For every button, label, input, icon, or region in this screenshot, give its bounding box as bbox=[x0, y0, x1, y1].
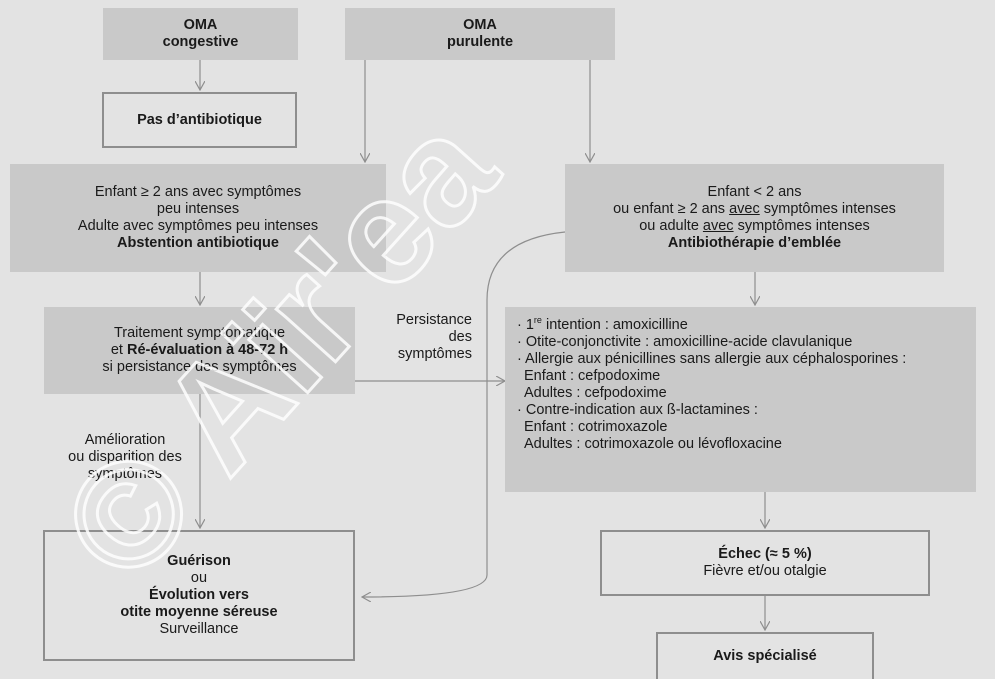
list-item-contre-indication: · Contre-indication aux ß-lactamines : bbox=[517, 402, 758, 418]
avis-text: Avis spécialisé bbox=[713, 648, 817, 664]
persistance-line3: symptômes bbox=[397, 346, 472, 362]
list-item1-sup: re bbox=[533, 315, 542, 326]
box-avis: Avis spécialisé bbox=[656, 632, 874, 679]
list-item-otite-conjonctivite: · Otite-conjonctivite : amoxicilline-aci… bbox=[517, 334, 853, 350]
box-treatment-list: · 1re intention : amoxicilline · Otite-c… bbox=[505, 307, 976, 492]
traitement-line2-pre: et bbox=[110, 342, 127, 358]
box-pas-antibiotique: Pas d’antibiotique bbox=[102, 92, 297, 148]
echec-symptoms: Fièvre et/ou otalgie bbox=[703, 563, 827, 579]
antibiotherapie-line2-pre: ou enfant ≥ 2 ans bbox=[613, 201, 730, 217]
abstention-line1: Enfant ≥ 2 ans avec symptômes bbox=[94, 184, 302, 200]
box-oma-purulente: OMA purulente bbox=[345, 8, 615, 60]
abstention-line3: Adulte avec symptômes peu intenses bbox=[77, 218, 319, 234]
pas-antibiotique-text: Pas d’antibiotique bbox=[137, 111, 262, 128]
amelioration-line1: Amélioration bbox=[84, 432, 166, 448]
oma-congestive-line2: congestive bbox=[162, 34, 239, 50]
list-item-ci-enfant: Enfant : cotrimoxazole bbox=[524, 419, 668, 435]
abstention-line2: peu intenses bbox=[156, 201, 240, 217]
list-item-first-line: · 1re intention : amoxicilline bbox=[517, 315, 688, 334]
box-echec: Échec (≈ 5 %) Fièvre et/ou otalgie bbox=[600, 530, 930, 596]
antibiotherapie-line1: Enfant < 2 ans bbox=[707, 184, 802, 200]
antibiotherapie-line2-post: symptômes intenses bbox=[759, 201, 896, 217]
list-item-allergie: · Allergie aux pénicillines sans allergi… bbox=[517, 351, 907, 367]
oma-congestive-line1: OMA bbox=[183, 17, 218, 33]
persistance-line2: des bbox=[448, 329, 472, 345]
guerison-title: Guérison bbox=[167, 553, 231, 569]
guerison-otite: otite moyenne séreuse bbox=[120, 604, 278, 620]
antibiotherapie-line3-underlined: avec bbox=[702, 218, 734, 234]
box-abstention: Enfant ≥ 2 ans avec symptômes peu intens… bbox=[10, 164, 386, 272]
amelioration-line3: symptômes bbox=[87, 466, 163, 482]
echec-title: Échec (≈ 5 %) bbox=[718, 546, 812, 562]
abstention-decision: Abstention antibiotique bbox=[117, 235, 279, 251]
box-oma-congestive: OMA congestive bbox=[103, 8, 298, 60]
guerison-surveillance: Surveillance bbox=[159, 621, 239, 637]
arrow-antibiotherapie-to-guerison bbox=[362, 231, 566, 597]
box-antibiotherapie: Enfant < 2 ans ou enfant ≥ 2 ans avec sy… bbox=[565, 164, 944, 272]
list-item-allergie-enfant: Enfant : cefpodoxime bbox=[524, 368, 661, 384]
antibiotherapie-decision: Antibiothérapie d’emblée bbox=[667, 235, 842, 251]
oma-purulente-line1: OMA bbox=[463, 17, 497, 33]
list-item1-post: intention : amoxicilline bbox=[541, 317, 688, 333]
list-item1-pre: · 1 bbox=[517, 317, 534, 333]
label-amelioration: Amélioration ou disparition des symptôme… bbox=[55, 432, 195, 483]
guerison-or: ou bbox=[190, 570, 208, 586]
oma-purulente-line2: purulente bbox=[446, 34, 514, 50]
persistance-line1: Persistance bbox=[396, 312, 472, 328]
antibiotherapie-line2: ou enfant ≥ 2 ans avec symptômes intense… bbox=[613, 201, 896, 218]
box-traitement: Traitement symptomatique et Ré-évaluatio… bbox=[44, 307, 355, 394]
traitement-line2: et Ré-évaluation à 48-72 h bbox=[111, 342, 288, 359]
box-guerison: Guérison ou Évolution vers otite moyenne… bbox=[43, 530, 355, 661]
list-item-ci-adultes: Adultes : cotrimoxazole ou lévofloxacine bbox=[524, 436, 782, 452]
traitement-reevaluation: Ré-évaluation à 48-72 h bbox=[126, 342, 289, 358]
guerison-evolution: Évolution vers bbox=[149, 587, 249, 603]
antibiotherapie-line3-pre: ou adulte bbox=[639, 218, 703, 234]
traitement-line3: si persistance des symptômes bbox=[102, 359, 297, 375]
list-item-allergie-adultes: Adultes : cefpodoxime bbox=[524, 385, 667, 401]
antibiotherapie-line3-post: symptômes intenses bbox=[733, 218, 870, 234]
antibiotherapie-line3: ou adulte avec symptômes intenses bbox=[639, 218, 870, 235]
traitement-line1: Traitement symptomatique bbox=[113, 325, 286, 341]
amelioration-line2: ou disparition des bbox=[68, 449, 182, 465]
antibiotherapie-line2-underlined: avec bbox=[729, 201, 760, 217]
label-persistance: Persistance des symptômes bbox=[372, 312, 472, 363]
